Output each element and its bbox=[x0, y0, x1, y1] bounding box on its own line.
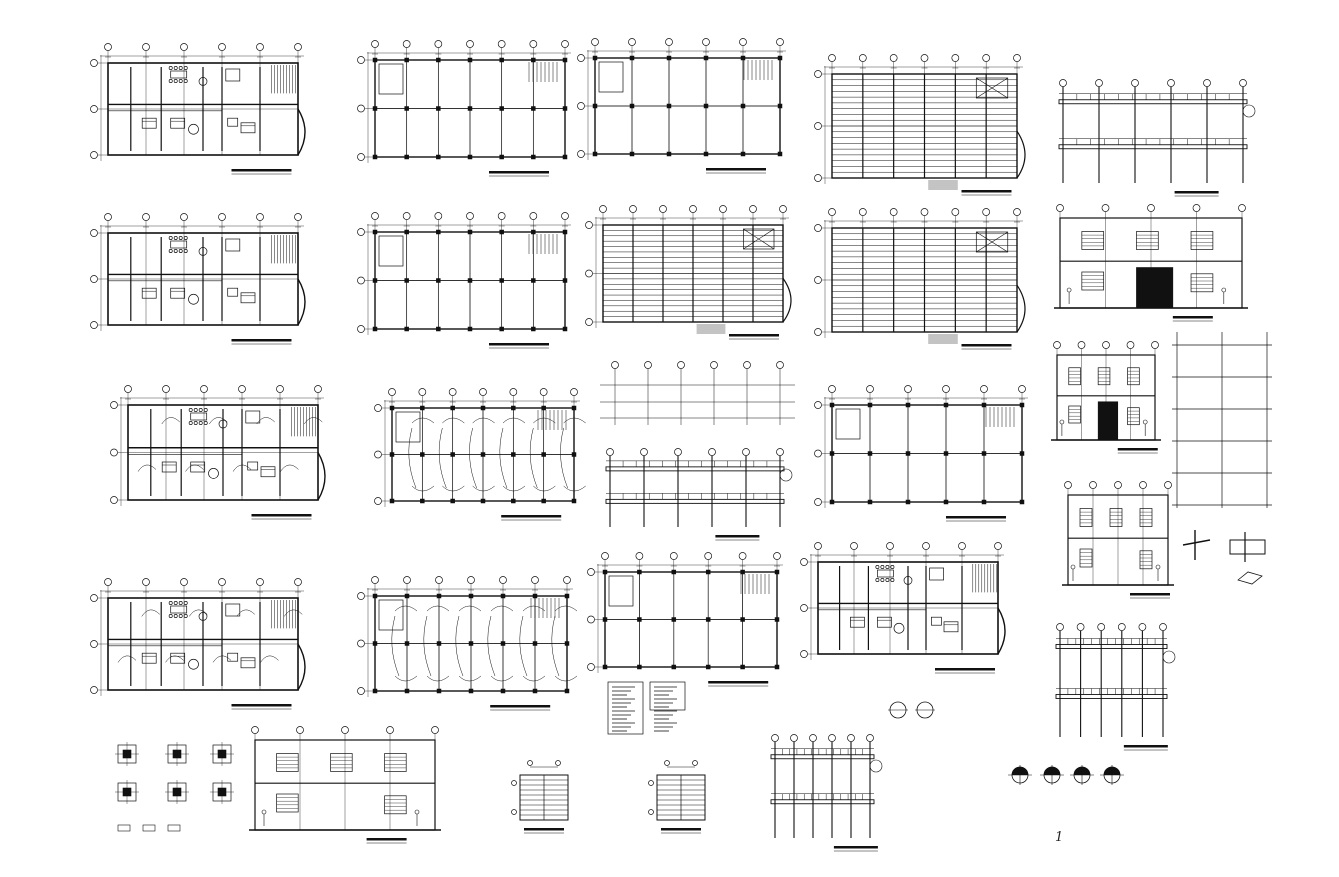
symbol-pair bbox=[888, 701, 935, 719]
footing-details bbox=[115, 742, 234, 832]
legend-2 bbox=[649, 681, 686, 732]
stair-detail-2 bbox=[648, 760, 706, 834]
grid-plan-2 bbox=[357, 212, 571, 349]
sheet-number: 1 bbox=[1055, 830, 1064, 845]
framing-plan-2 bbox=[814, 54, 1026, 196]
framing-plan-3 bbox=[814, 208, 1026, 350]
grid-tall bbox=[1172, 332, 1272, 508]
grid-plan-6 bbox=[587, 552, 783, 687]
section-4 bbox=[770, 734, 883, 852]
floor-plan-1 bbox=[90, 43, 306, 175]
grid-plan-5 bbox=[577, 38, 786, 174]
grid-plan-3 bbox=[374, 388, 586, 521]
section-1 bbox=[605, 448, 793, 541]
grid-plan-4 bbox=[357, 576, 578, 711]
floor-plan-3 bbox=[110, 385, 326, 520]
joint-details bbox=[1182, 530, 1266, 585]
floor-plan-4 bbox=[90, 578, 306, 710]
floor-plan-2 bbox=[90, 213, 306, 345]
symbol-details bbox=[1008, 765, 1124, 785]
grid-plan-1 bbox=[357, 40, 571, 177]
framing-plan-1 bbox=[585, 205, 792, 340]
section-3 bbox=[1055, 623, 1176, 751]
beam-layout bbox=[600, 361, 795, 425]
legend-1 bbox=[607, 681, 644, 735]
grid-plan-7 bbox=[814, 385, 1028, 522]
elevation-long bbox=[249, 726, 441, 844]
elevation-rear bbox=[1062, 481, 1174, 599]
section-2 bbox=[1058, 79, 1256, 197]
stair-detail-1 bbox=[511, 760, 569, 834]
elevation-front bbox=[1054, 204, 1248, 322]
elevation-side bbox=[1051, 341, 1161, 454]
floor-plan-5 bbox=[800, 542, 1006, 674]
